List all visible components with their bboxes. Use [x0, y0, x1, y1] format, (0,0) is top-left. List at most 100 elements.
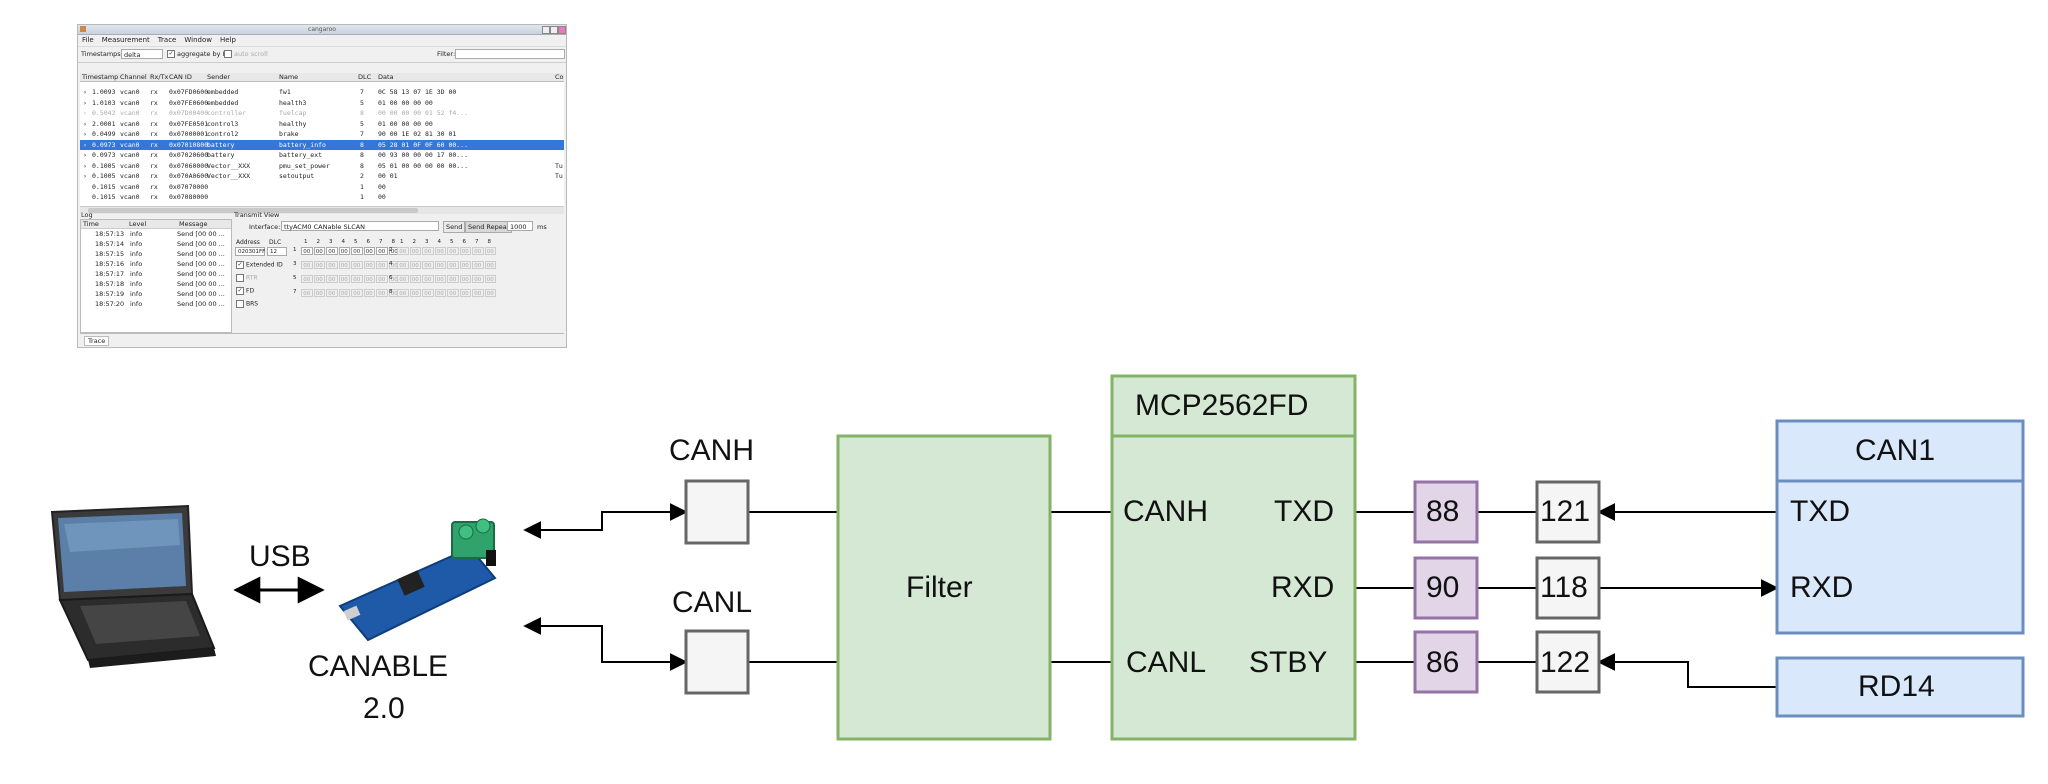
byte-cell[interactable]: 00 [301, 275, 313, 283]
interface-select[interactable]: ttyACM0 CANable SLCAN [281, 221, 439, 231]
byte-cell[interactable]: 00 [447, 275, 459, 283]
col-data[interactable]: Data [378, 73, 394, 81]
byte-cell[interactable]: 00 [472, 275, 484, 283]
log-col-message[interactable]: Message [179, 220, 208, 228]
byte-cell[interactable]: 00 [409, 247, 421, 255]
expand-icon[interactable]: › [83, 88, 87, 96]
byte-cell[interactable]: 00 [313, 247, 325, 255]
expand-icon[interactable]: › [83, 119, 87, 128]
col-rxtx[interactable]: Rx/Tx [150, 73, 169, 81]
byte-cell[interactable]: 00 [422, 261, 434, 269]
byte-cell[interactable]: 00 [313, 289, 325, 297]
byte-cell[interactable]: 00 [363, 247, 375, 255]
expand-icon[interactable]: › [83, 161, 87, 170]
fd-checkbox[interactable]: ✓FD [236, 287, 254, 295]
byte-cell[interactable]: 00 [376, 275, 388, 283]
col-timestamp[interactable]: Timestamp [82, 73, 119, 81]
byte-cell[interactable]: 00 [363, 289, 375, 297]
byte-cell[interactable]: 00 [447, 289, 459, 297]
byte-cell[interactable]: 00 [351, 247, 363, 255]
autoscroll-checkbox[interactable]: auto scroll [224, 50, 268, 58]
extended-id-checkbox[interactable]: ✓Extended ID [236, 261, 283, 269]
filter-input[interactable] [455, 49, 565, 59]
byte-cell[interactable]: 00 [338, 289, 350, 297]
byte-cell[interactable]: 00 [472, 289, 484, 297]
byte-cell[interactable]: 00 [376, 261, 388, 269]
byte-cell[interactable]: 00 [434, 289, 446, 297]
byte-cell[interactable]: 00 [447, 247, 459, 255]
menu-trace[interactable]: Trace [157, 36, 177, 44]
menu-help[interactable]: Help [219, 36, 236, 44]
menu-file[interactable]: File [82, 36, 94, 44]
byte-cell[interactable]: 00 [351, 261, 363, 269]
trace-scrollbar[interactable] [80, 206, 564, 214]
byte-cell[interactable]: 00 [472, 247, 484, 255]
col-canid[interactable]: CAN ID [169, 73, 192, 81]
expand-icon[interactable]: › [83, 130, 87, 138]
send-repeat-button[interactable]: Send Repeat [465, 221, 513, 233]
byte-cell[interactable]: 00 [484, 247, 496, 255]
menu-measurement[interactable]: Measurement [101, 36, 150, 44]
expand-icon[interactable]: › [83, 140, 87, 149]
dlc-select[interactable]: 12 [267, 247, 287, 256]
col-channel[interactable]: Channel [120, 73, 147, 81]
byte-cell[interactable]: 00 [397, 247, 409, 255]
send-button[interactable]: Send [443, 221, 466, 233]
byte-cell[interactable]: 00 [472, 261, 484, 269]
close-icon[interactable] [558, 26, 566, 34]
byte-cell[interactable]: 00 [484, 275, 496, 283]
byte-cell[interactable]: 00 [376, 289, 388, 297]
byte-cell[interactable]: 00 [397, 289, 409, 297]
brs-checkbox[interactable]: BRS [236, 300, 258, 308]
expand-icon[interactable]: › [83, 172, 87, 180]
byte-cell[interactable]: 00 [409, 275, 421, 283]
rtr-checkbox[interactable]: RTR [236, 274, 258, 282]
byte-cell[interactable]: 00 [459, 247, 471, 255]
col-name[interactable]: Name [279, 73, 299, 81]
address-input[interactable]: 020301FF [235, 247, 265, 256]
byte-cell[interactable]: 00 [338, 247, 350, 255]
expand-icon[interactable]: › [83, 109, 87, 117]
log-col-time[interactable]: Time [83, 220, 99, 228]
byte-cell[interactable]: 00 [409, 289, 421, 297]
byte-cell[interactable]: 00 [397, 261, 409, 269]
byte-cell[interactable]: 00 [484, 289, 496, 297]
aggregate-checkbox[interactable]: ✓aggregate by ID [167, 50, 229, 58]
menu-window[interactable]: Window [184, 36, 212, 44]
byte-cell[interactable]: 00 [363, 275, 375, 283]
byte-cell[interactable]: 00 [459, 275, 471, 283]
byte-cell[interactable]: 00 [422, 247, 434, 255]
byte-cell[interactable]: 00 [301, 289, 313, 297]
byte-cell[interactable]: 00 [434, 261, 446, 269]
byte-cell[interactable]: 00 [326, 289, 338, 297]
expand-icon[interactable]: › [83, 98, 87, 107]
log-col-level[interactable]: Level [129, 220, 147, 228]
byte-cell[interactable]: 00 [313, 275, 325, 283]
col-comment[interactable]: Co [555, 73, 564, 81]
byte-cell[interactable]: 00 [351, 289, 363, 297]
byte-cell[interactable]: 00 [338, 275, 350, 283]
maximize-icon[interactable] [550, 26, 558, 34]
tab-trace[interactable]: Trace [84, 336, 110, 346]
byte-cell[interactable]: 00 [313, 261, 325, 269]
byte-cell[interactable]: 00 [447, 261, 459, 269]
byte-cell[interactable]: 00 [363, 261, 375, 269]
byte-cell[interactable]: 00 [459, 261, 471, 269]
byte-cell[interactable]: 00 [422, 275, 434, 283]
